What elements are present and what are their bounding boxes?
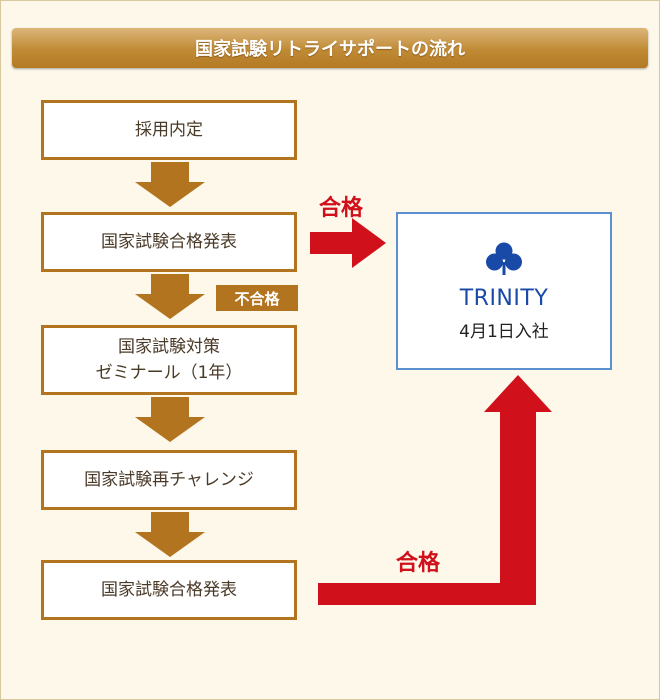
- step-seminar: 国家試験対策 ゼミナール（1年）: [41, 325, 297, 395]
- clover-icon: [486, 242, 522, 275]
- step-seminar-line2: ゼミナール（1年）: [95, 363, 243, 383]
- step-rechallenge: 国家試験再チャレンジ: [41, 450, 297, 510]
- step-exam-result-1-label: 国家試験合格発表: [101, 232, 237, 252]
- step-rechallenge-label: 国家試験再チャレンジ: [84, 470, 254, 490]
- pass-label-bottom: 合格: [396, 545, 440, 577]
- pass-label-bottom-text: 合格: [396, 551, 441, 576]
- joining-date: 4月1日入社: [459, 322, 549, 342]
- title-bar: 国家試験リトライサポートの流れ: [12, 28, 648, 68]
- result-box: TRINITY 4月1日入社: [396, 212, 612, 370]
- company-name: TRINITY: [459, 286, 549, 311]
- step-seminar-line1: 国家試験対策: [118, 337, 220, 357]
- arrow-down-1: [135, 162, 205, 207]
- pass-label-top-text: 合格: [319, 196, 364, 221]
- step-exam-result-2-label: 国家試験合格発表: [101, 580, 237, 600]
- step-exam-result-1: 国家試験合格発表: [41, 212, 297, 272]
- arrow-down-4: [135, 512, 205, 557]
- step-offer: 採用内定: [41, 100, 297, 160]
- pass-arrow-up: [318, 375, 552, 605]
- arrow-down-2: [135, 274, 205, 319]
- pass-arrow-right: [310, 218, 386, 268]
- fail-badge: 不合格: [216, 285, 298, 311]
- fail-badge-label: 不合格: [234, 289, 280, 308]
- diagram-title: 国家試験リトライサポートの流れ: [195, 39, 465, 60]
- step-exam-result-2: 国家試験合格発表: [41, 560, 297, 620]
- step-offer-label: 採用内定: [135, 120, 203, 140]
- arrow-down-3: [135, 397, 205, 442]
- pass-label-top: 合格: [319, 190, 363, 222]
